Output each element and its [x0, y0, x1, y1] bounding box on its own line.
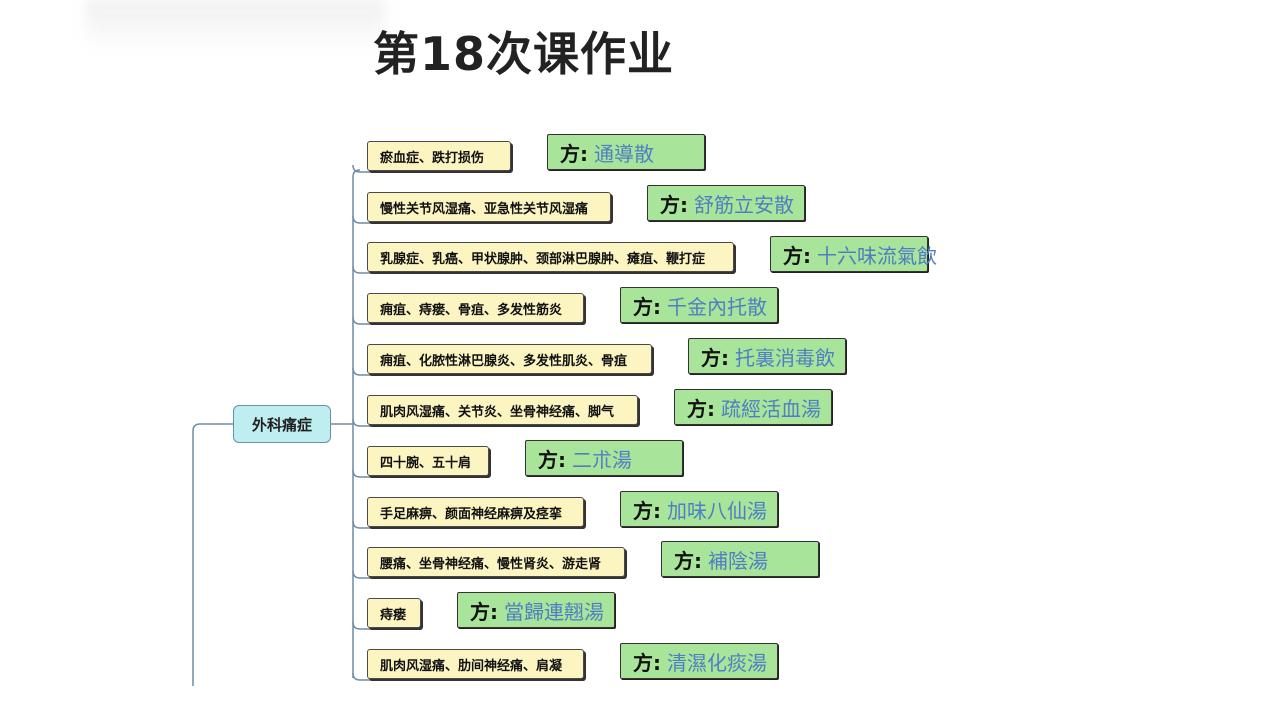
prescription-prefix-10: 方:: [633, 650, 661, 675]
condition-label-9: 痔瘘: [380, 607, 407, 623]
prescription-prefix-7: 方:: [633, 498, 661, 523]
branch-line-6: [352, 469, 489, 478]
branch-line-1: [352, 215, 611, 224]
root-node-surgical-pain[interactable]: 外科痛症: [233, 405, 331, 443]
prescription-node-3[interactable]: 方: 千金內托散: [620, 287, 778, 323]
prescription-prefix-3: 方:: [633, 294, 661, 319]
prescription-prefix-5: 方:: [687, 396, 715, 421]
prescription-prefix-1: 方:: [660, 192, 688, 217]
prescription-name-5: 疏經活血湯: [721, 396, 821, 421]
condition-label-0: 瘀血症、跌打损伤: [380, 150, 485, 166]
condition-label-7: 手足麻痹、颜面神经麻痹及痉挛: [380, 506, 563, 522]
root-node-label: 外科痛症: [251, 415, 312, 434]
condition-label-6: 四十腕、五十肩: [380, 455, 472, 471]
prescription-prefix-4: 方:: [701, 345, 729, 370]
condition-label-3: 痈疽、痔瘘、骨疽、多发性筋炎: [380, 302, 563, 318]
branch-line-4: [352, 367, 652, 376]
prescription-name-3: 千金內托散: [667, 294, 767, 319]
condition-label-5: 肌肉风湿痛、关节炎、坐骨神经痛、脚气: [380, 404, 615, 420]
prescription-prefix-6: 方:: [538, 447, 566, 472]
branch-line-8: [352, 570, 625, 579]
prescription-node-7[interactable]: 方: 加味八仙湯: [620, 491, 778, 527]
background-smudge: [85, 0, 385, 52]
branch-line-0: [352, 164, 511, 173]
prescription-node-5[interactable]: 方: 疏經活血湯: [674, 389, 832, 425]
branch-line-5: [352, 418, 638, 427]
prescription-node-9[interactable]: 方: 當歸連翹湯: [457, 592, 615, 628]
prescription-node-2[interactable]: 方: 十六味流氣飲: [770, 236, 937, 272]
branch-line-7: [352, 520, 584, 529]
condition-label-10: 肌肉风湿痛、肋间神经痛、肩凝: [380, 658, 563, 674]
branch-line-10: [352, 672, 584, 681]
prescription-node-10[interactable]: 方: 清濕化痰湯: [620, 643, 778, 679]
root-connector: [192, 423, 233, 686]
page-title: 第18次课作业: [373, 27, 675, 81]
branch-spine: [331, 169, 361, 678]
condition-node-8[interactable]: 腰痛、坐骨神经痛、慢性肾炎、游走肾: [367, 547, 625, 577]
condition-label-4: 痈疽、化脓性淋巴腺炎、多发性肌炎、骨疽: [380, 353, 628, 369]
condition-node-4[interactable]: 痈疽、化脓性淋巴腺炎、多发性肌炎、骨疽: [367, 344, 652, 374]
prescription-node-0[interactable]: 方: 通導散: [547, 134, 705, 170]
prescription-prefix-0: 方:: [560, 141, 588, 166]
prescription-node-8[interactable]: 方: 補陰湯: [661, 541, 819, 577]
prescription-name-9: 當歸連翹湯: [504, 599, 604, 624]
prescription-prefix-8: 方:: [674, 548, 702, 573]
condition-node-9[interactable]: 痔瘘: [367, 598, 421, 628]
condition-node-7[interactable]: 手足麻痹、颜面神经麻痹及痉挛: [367, 497, 584, 527]
prescription-name-0: 通導散: [594, 141, 654, 166]
prescription-name-7: 加味八仙湯: [667, 498, 767, 523]
branch-line-2: [352, 265, 734, 274]
prescription-prefix-9: 方:: [470, 599, 498, 624]
branch-line-9: [352, 621, 421, 630]
condition-label-8: 腰痛、坐骨神经痛、慢性肾炎、游走肾: [380, 556, 602, 572]
condition-label-2: 乳腺症、乳癌、甲状腺肿、颈部淋巴腺肿、瘫疽、鞭打症: [380, 251, 706, 267]
condition-node-0[interactable]: 瘀血症、跌打损伤: [367, 141, 511, 171]
condition-label-1: 慢性关节风湿痛、亚急性关节风湿痛: [380, 201, 589, 217]
condition-node-1[interactable]: 慢性关节风湿痛、亚急性关节风湿痛: [367, 192, 611, 222]
prescription-node-4[interactable]: 方: 托裏消毒飲: [688, 338, 846, 374]
prescription-name-2: 十六味流氣飲: [817, 243, 937, 268]
prescription-node-6[interactable]: 方: 二朮湯: [525, 440, 683, 476]
condition-node-5[interactable]: 肌肉风湿痛、关节炎、坐骨神经痛、脚气: [367, 395, 638, 425]
branch-line-3: [352, 316, 584, 325]
prescription-name-8: 補陰湯: [708, 548, 768, 573]
condition-node-2[interactable]: 乳腺症、乳癌、甲状腺肿、颈部淋巴腺肿、瘫疽、鞭打症: [367, 242, 734, 272]
condition-node-6[interactable]: 四十腕、五十肩: [367, 446, 489, 476]
prescription-name-6: 二朮湯: [572, 447, 632, 472]
prescription-prefix-2: 方:: [783, 243, 811, 268]
prescription-name-10: 清濕化痰湯: [667, 650, 767, 675]
prescription-node-1[interactable]: 方: 舒筋立安散: [647, 185, 805, 221]
prescription-name-1: 舒筋立安散: [694, 192, 794, 217]
prescription-name-4: 托裏消毒飲: [735, 345, 835, 370]
condition-node-10[interactable]: 肌肉风湿痛、肋间神经痛、肩凝: [367, 649, 584, 679]
condition-node-3[interactable]: 痈疽、痔瘘、骨疽、多发性筋炎: [367, 293, 584, 323]
